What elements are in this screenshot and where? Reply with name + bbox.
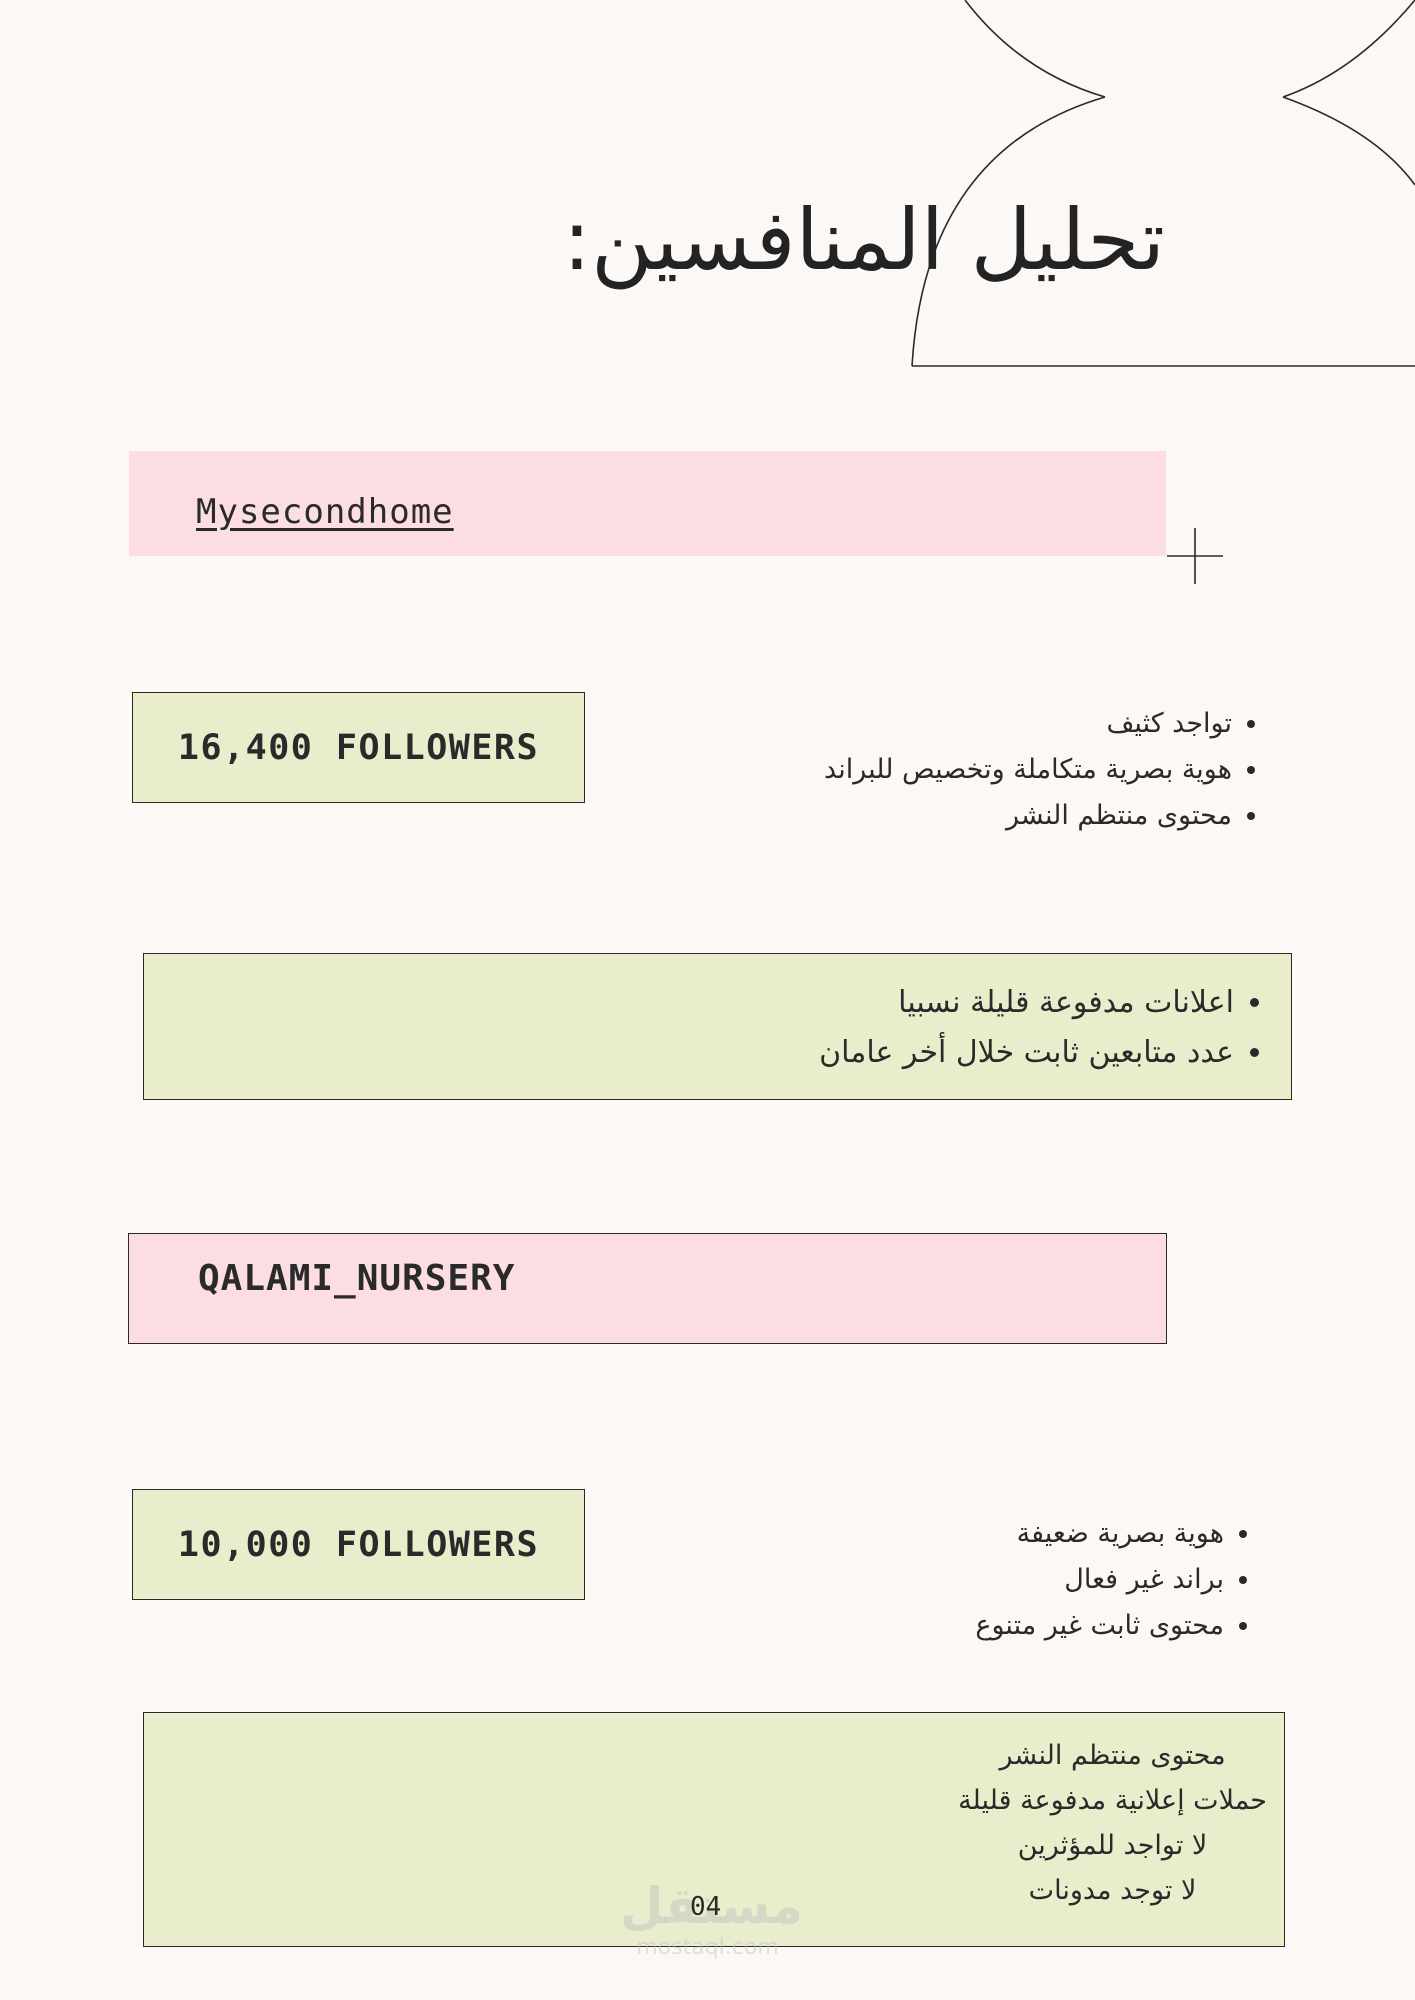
followers-badge: 10,000 FOLLOWERS [132,1489,585,1600]
watermark-arabic: مستقل [620,1877,803,1935]
list-item: اعلانات مدفوعة قليلة نسبيا [819,978,1234,1028]
notes-list: محتوى منتظم النشر حملات إعلانية مدفوعة ق… [958,1733,1267,1913]
competitor-name-banner [129,451,1166,556]
arc-top-left [964,0,1106,98]
arc-top-right [1282,0,1415,98]
weaknesses-list: اعلانات مدفوعة قليلة نسبيا عدد متابعين ث… [819,978,1272,1078]
list-item: محتوى ثابت غير متنوع [975,1603,1224,1649]
list-item: محتوى منتظم النشر [999,1740,1226,1771]
list-item: لا تواجد للمؤثرين [1017,1830,1208,1861]
strengths-list: تواجد كثيف هوية بصرية متكاملة وتخصيص للب… [824,701,1270,839]
list-item: محتوى منتظم النشر [824,793,1232,839]
arc-lower-right [1282,96,1415,186]
list-item: براند غير فعال [975,1557,1224,1603]
list-item: عدد متابعين ثابت خلال أخر عامان [819,1028,1234,1078]
page-number: 04 [690,1892,722,1922]
competitor-name: Mysecondhome [196,492,454,532]
weaknesses-panel [143,953,1292,1100]
watermark-logo: مستقل mostaql.com [620,1876,803,1960]
list-item: تواجد كثيف [824,701,1232,747]
competitor-name-banner [128,1233,1167,1344]
followers-badge: 16,400 FOLLOWERS [132,692,585,803]
strengths-list: هوية بصرية ضعيفة براند غير فعال محتوى ثا… [975,1511,1262,1649]
list-item: حملات إعلانية مدفوعة قليلة [958,1785,1267,1816]
list-item: هوية بصرية متكاملة وتخصيص للبراند [824,747,1232,793]
list-item: هوية بصرية ضعيفة [975,1511,1224,1557]
notes-panel [143,1712,1285,1947]
watermark-latin: mostaql.com [636,1935,779,1960]
list-item: لا توجد مدونات [1028,1875,1197,1906]
page-title: تحليل المنافسين: [562,191,1165,289]
competitor-name: QALAMI_NURSERY [198,1258,516,1299]
